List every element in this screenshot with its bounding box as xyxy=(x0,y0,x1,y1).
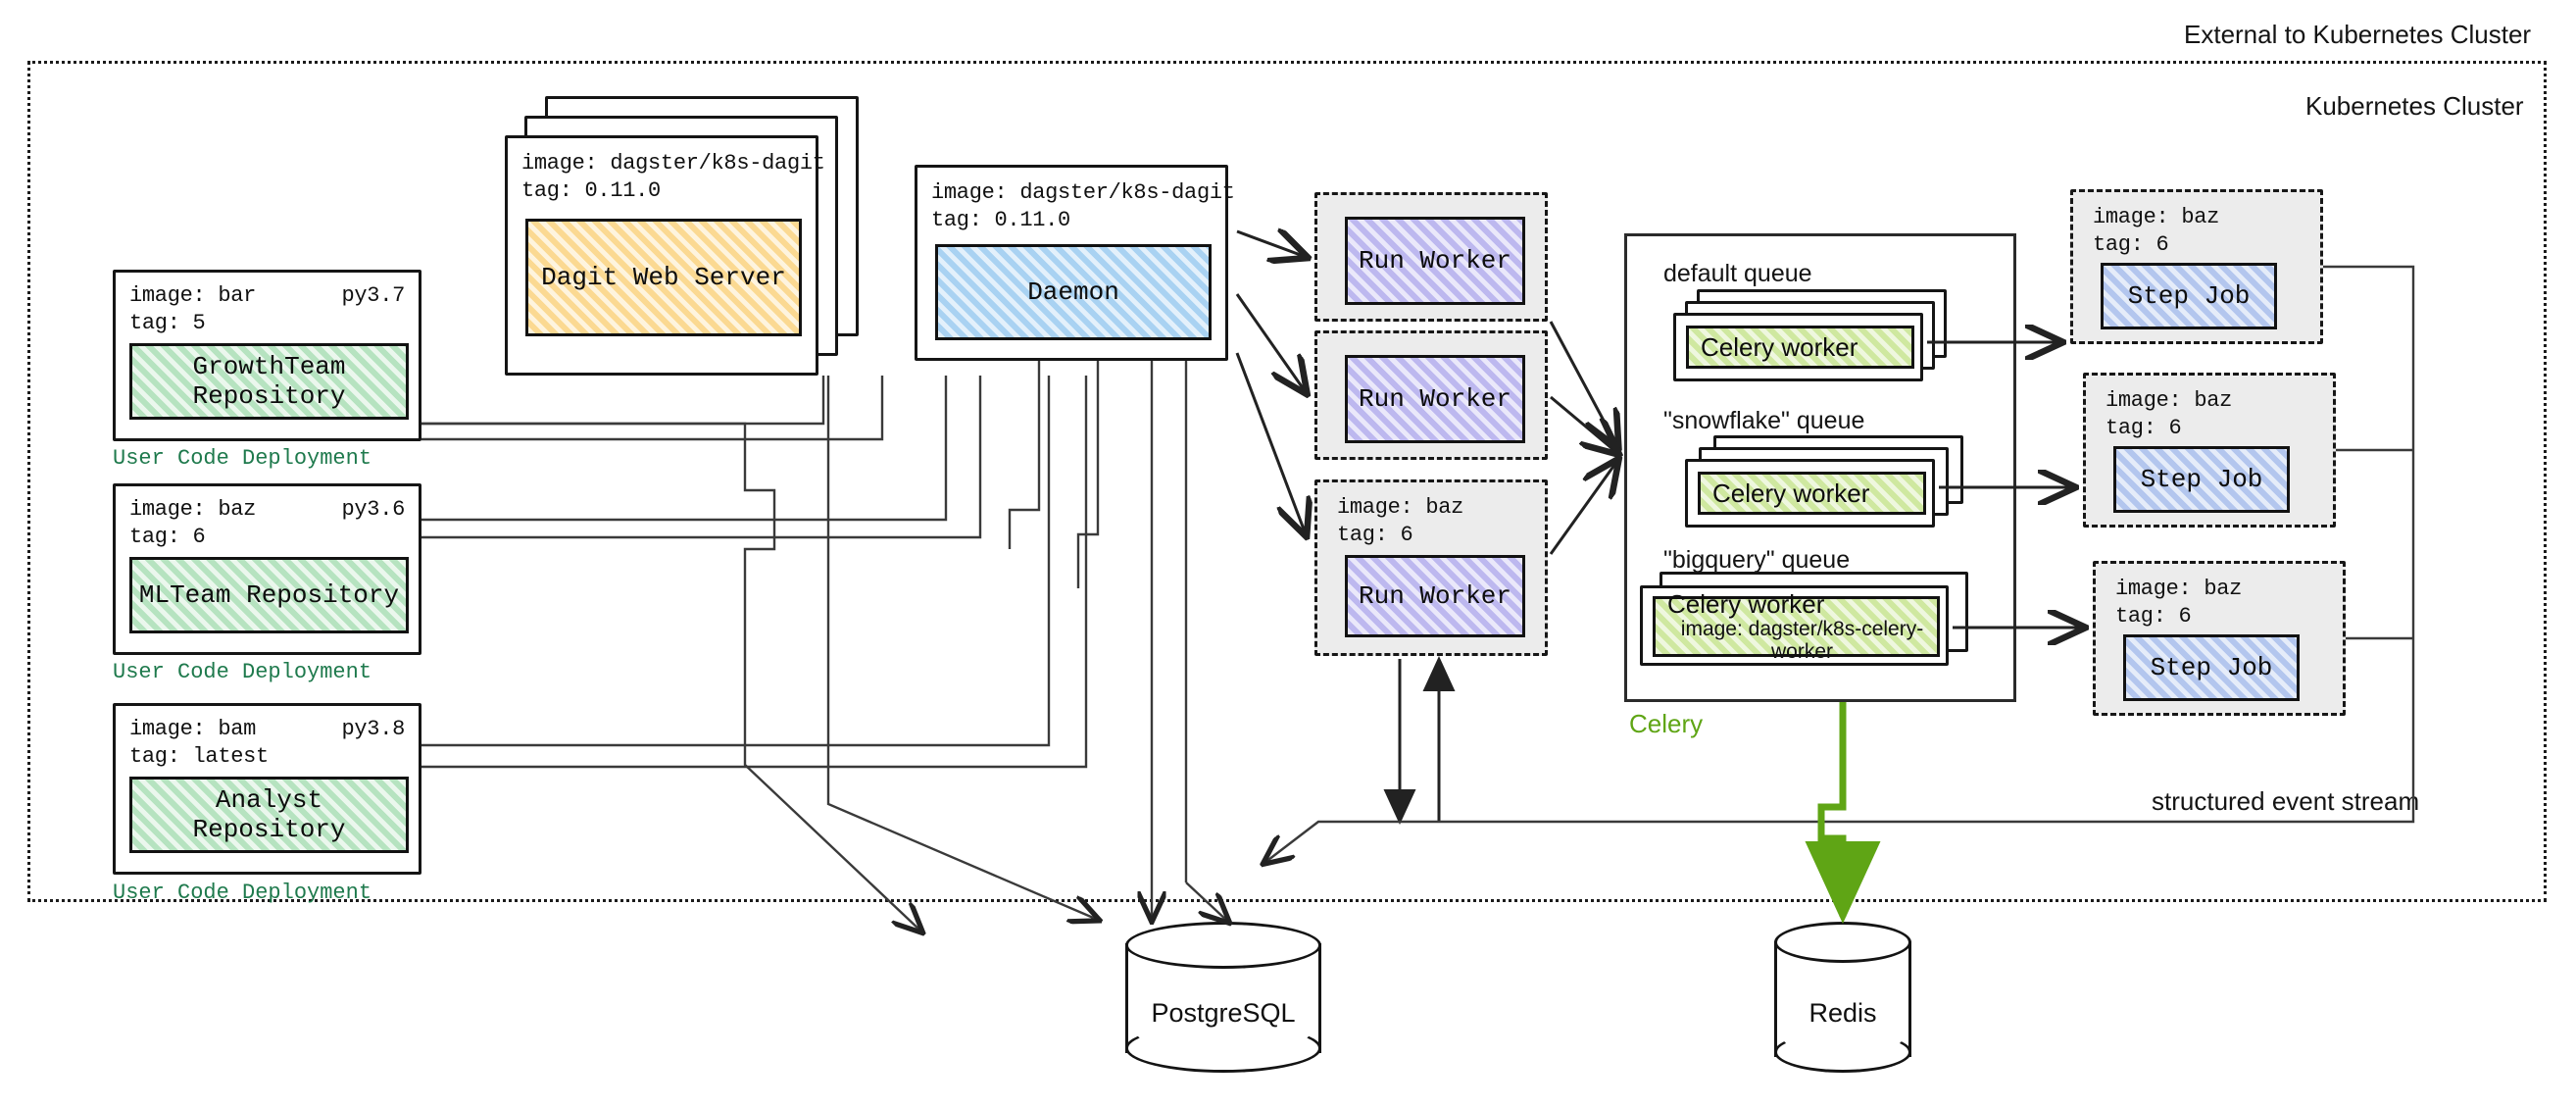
postgresql-label: PostgreSQL xyxy=(1151,998,1296,1028)
celery-worker-pod-bigquery[interactable]: Celery worker image: dagster/k8s-celery-… xyxy=(1640,585,1949,666)
ucd-3-repository-label: Analyst Repository xyxy=(192,785,346,844)
queue-label-default: default queue xyxy=(1663,260,1812,287)
run-worker-box-2[interactable]: Run Worker xyxy=(1345,355,1525,443)
step-job-title-1: Step Job xyxy=(2127,281,2251,311)
run-worker-box-1[interactable]: Run Worker xyxy=(1345,217,1525,305)
kubernetes-cluster-boundary xyxy=(27,61,2547,902)
queue-label-snowflake: "snowflake" queue xyxy=(1663,407,1865,434)
queue-label-bigquery: "bigquery" queue xyxy=(1663,546,1851,574)
ucd-2-image: image: baz xyxy=(129,497,257,522)
celery-worker-title-bigquery: Celery worker xyxy=(1667,588,1825,619)
step-job-wrapper-1[interactable]: image: baz tag: 6 Step Job xyxy=(2070,189,2323,344)
redis-cylinder-top xyxy=(1774,922,1911,963)
run-worker-box-3[interactable]: Run Worker xyxy=(1345,555,1525,637)
postgresql-database[interactable]: PostgreSQL xyxy=(1125,922,1321,1079)
redis-cylinder-bottom xyxy=(1774,1032,1911,1073)
step-job-wrapper-2[interactable]: image: baz tag: 6 Step Job xyxy=(2083,373,2336,528)
ucd-2-python-version: py3.6 xyxy=(341,497,405,522)
run-worker-job-3[interactable]: image: baz tag: 6 Run Worker xyxy=(1314,479,1548,656)
user-code-deployment-label-1: User Code Deployment xyxy=(113,446,372,471)
ucd-3-image: image: bam xyxy=(129,717,257,741)
analyst-repository-box[interactable]: Analyst Repository xyxy=(129,777,409,853)
kubernetes-cluster-label: Kubernetes Cluster xyxy=(2305,91,2524,121)
step-job-box-1[interactable]: Step Job xyxy=(2101,263,2277,329)
redis-database[interactable]: Redis xyxy=(1774,922,1911,1079)
ucd-3-tag: tag: latest xyxy=(129,744,269,769)
user-code-deployment-pod-1[interactable]: image: bar py3.7 tag: 5 GrowthTeam Repos… xyxy=(113,270,421,441)
postgresql-cylinder-bottom xyxy=(1125,1024,1321,1073)
step-job-1-tag: tag: 6 xyxy=(2093,232,2169,257)
dagit-web-server-box[interactable]: Dagit Web Server xyxy=(525,219,802,336)
step-job-2-tag: tag: 6 xyxy=(2105,416,2182,440)
ucd-3-python-version: py3.8 xyxy=(341,717,405,741)
celery-worker-image-bigquery: image: dagster/k8s-celery-worker xyxy=(1680,618,1924,664)
step-job-box-3[interactable]: Step Job xyxy=(2123,634,2300,701)
run-worker-3-tag: tag: 6 xyxy=(1337,523,1413,547)
run-worker-title-3: Run Worker xyxy=(1358,581,1512,611)
daemon-title: Daemon xyxy=(1027,277,1119,307)
celery-worker-pod-default[interactable]: Celery worker xyxy=(1673,313,1923,381)
daemon-box[interactable]: Daemon xyxy=(935,244,1212,340)
daemon-image: image: dagster/k8s-dagit xyxy=(931,180,1235,205)
structured-event-stream-label: structured event stream xyxy=(2152,786,2420,816)
step-job-box-2[interactable]: Step Job xyxy=(2113,446,2290,513)
dagit-title: Dagit Web Server xyxy=(541,263,786,292)
celery-group-label: Celery xyxy=(1629,709,1704,738)
user-code-deployment-pod-2[interactable]: image: baz py3.6 tag: 6 MLTeam Repositor… xyxy=(113,483,421,655)
user-code-deployment-pod-3[interactable]: image: bam py3.8 tag: latest Analyst Rep… xyxy=(113,703,421,875)
postgresql-cylinder-top xyxy=(1125,922,1321,969)
daemon-tag: tag: 0.11.0 xyxy=(931,208,1070,232)
user-code-deployment-label-3: User Code Deployment xyxy=(113,881,372,905)
run-worker-title-1: Run Worker xyxy=(1358,246,1512,276)
dagit-pod[interactable]: image: dagster/k8s-dagit tag: 0.11.0 Dag… xyxy=(505,135,825,376)
mlteam-repository-box[interactable]: MLTeam Repository xyxy=(129,557,409,633)
run-worker-title-2: Run Worker xyxy=(1358,384,1512,414)
step-job-2-image: image: baz xyxy=(2105,388,2233,413)
ucd-2-tag: tag: 6 xyxy=(129,525,206,549)
celery-worker-box-snowflake[interactable]: Celery worker xyxy=(1698,472,1926,515)
celery-worker-box-bigquery[interactable]: Celery worker image: dagster/k8s-celery-… xyxy=(1653,590,1940,663)
daemon-pod[interactable]: image: dagster/k8s-dagit tag: 0.11.0 Dae… xyxy=(915,165,1235,361)
step-job-title-2: Step Job xyxy=(2140,465,2263,494)
dagit-image: image: dagster/k8s-dagit xyxy=(521,151,825,176)
step-job-3-tag: tag: 6 xyxy=(2115,604,2192,629)
celery-worker-box-default[interactable]: Celery worker xyxy=(1686,326,1914,369)
growthteam-repository-box[interactable]: GrowthTeam Repository xyxy=(129,343,409,420)
user-code-deployment-label-2: User Code Deployment xyxy=(113,660,372,684)
celery-worker-title-snowflake: Celery worker xyxy=(1712,478,1870,508)
step-job-wrapper-3[interactable]: image: baz tag: 6 Step Job xyxy=(2093,561,2346,716)
run-worker-3-image: image: baz xyxy=(1337,495,1464,520)
redis-label: Redis xyxy=(1808,998,1877,1028)
step-job-title-3: Step Job xyxy=(2150,653,2273,682)
ucd-1-repository-label: GrowthTeam Repository xyxy=(192,352,346,411)
celery-worker-pod-snowflake[interactable]: Celery worker xyxy=(1685,459,1935,528)
ucd-1-python-version: py3.7 xyxy=(341,283,405,308)
ucd-1-tag: tag: 5 xyxy=(129,311,206,335)
ucd-2-repository-label: MLTeam Repository xyxy=(138,580,400,610)
dagit-tag: tag: 0.11.0 xyxy=(521,178,661,203)
step-job-3-image: image: baz xyxy=(2115,577,2243,601)
external-cluster-label: External to Kubernetes Cluster xyxy=(2184,20,2532,49)
step-job-1-image: image: baz xyxy=(2093,205,2220,229)
celery-worker-title-default: Celery worker xyxy=(1701,331,1858,362)
run-worker-job-2[interactable]: Run Worker xyxy=(1314,330,1548,460)
run-worker-job-1[interactable]: Run Worker xyxy=(1314,192,1548,322)
ucd-1-image: image: bar xyxy=(129,283,257,308)
